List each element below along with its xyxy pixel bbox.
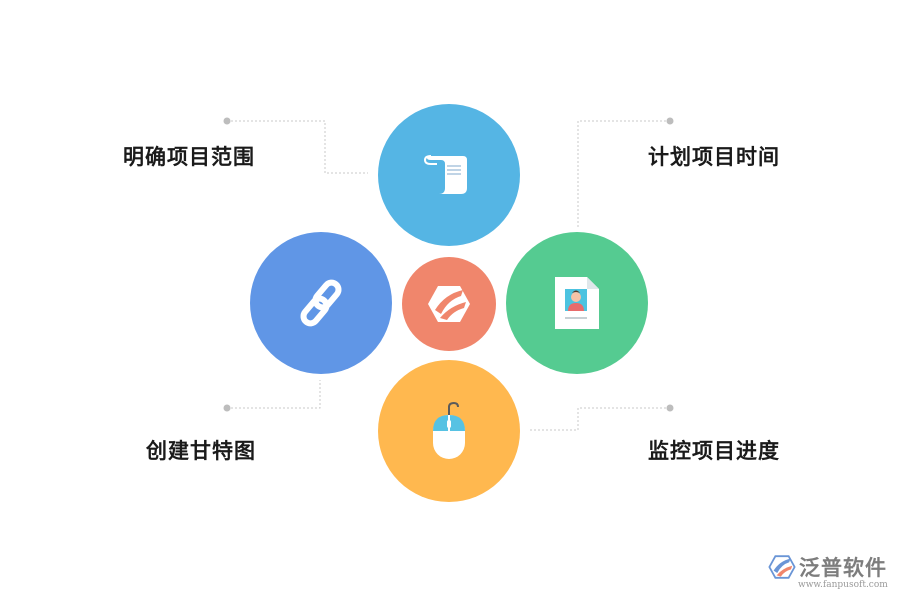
center-circle xyxy=(402,257,496,351)
connector-top-left xyxy=(227,120,368,174)
connector-dot xyxy=(666,117,674,125)
connector-dot xyxy=(223,404,231,412)
label-plan-time: 计划项目时间 xyxy=(648,145,780,169)
label-monitor-progress: 监控项目进度 xyxy=(648,439,780,463)
chain-link-icon xyxy=(300,279,342,327)
connector-bottom-right xyxy=(528,407,670,431)
link-circle xyxy=(250,232,392,374)
connector-bottom-left xyxy=(227,380,321,409)
brand-watermark: 泛普软件 www.fanpusoft.com xyxy=(768,552,888,590)
scroll-icon xyxy=(423,155,467,194)
connector-dot xyxy=(223,117,231,125)
connector-dot xyxy=(666,404,674,412)
mouse-icon xyxy=(433,401,465,459)
document-circle xyxy=(506,232,648,374)
brand-logo-icon xyxy=(768,555,796,579)
profile-document-icon xyxy=(555,277,599,329)
connector-top-right xyxy=(577,120,670,228)
brand-logo-icon xyxy=(428,286,470,322)
label-define-scope: 明确项目范围 xyxy=(123,145,255,169)
mouse-circle xyxy=(378,360,520,502)
label-create-gantt: 创建甘特图 xyxy=(146,439,256,463)
brand-name: 泛普软件 xyxy=(799,556,887,580)
brand-url: www.fanpusoft.com xyxy=(798,580,888,590)
scroll-circle xyxy=(378,104,520,246)
